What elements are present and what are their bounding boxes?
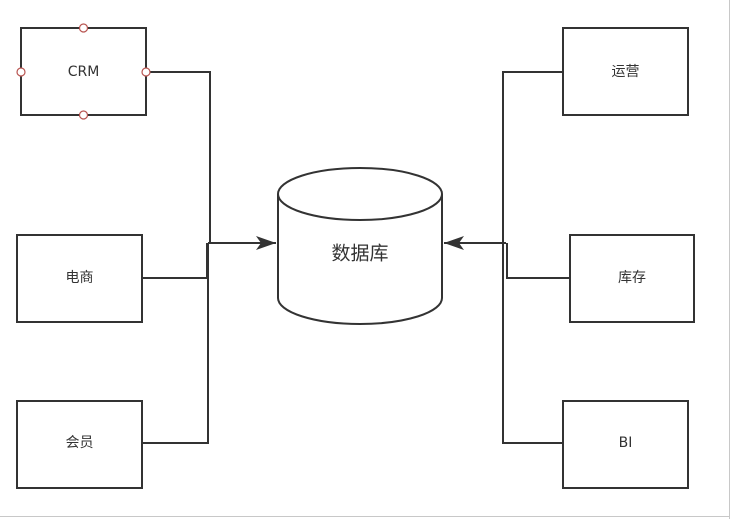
node-operations-label: 运营 [612, 64, 640, 80]
crm-selection-handles [16, 23, 151, 120]
node-member-label: 会员 [66, 435, 94, 451]
connectors [142, 71, 570, 444]
canvas-frame-bottom [0, 516, 730, 517]
database-cylinder-top [277, 167, 443, 221]
edge-operations-to-database[interactable] [502, 71, 563, 243]
node-ecommerce[interactable]: 电商 [16, 234, 143, 323]
node-member[interactable]: 会员 [16, 400, 143, 489]
edge-inventory-to-database[interactable] [506, 243, 570, 279]
edge-bi-to-database[interactable] [502, 243, 563, 444]
canvas-frame-right [729, 0, 730, 519]
node-crm[interactable]: CRM [20, 27, 147, 116]
node-bi[interactable]: BI [562, 400, 689, 489]
node-ecommerce-label: 电商 [66, 270, 94, 286]
resize-handle-bottom[interactable] [78, 110, 89, 120]
database-cylinder-body [277, 194, 443, 325]
node-inventory-label: 库存 [618, 270, 646, 286]
edge-ecommerce-to-database[interactable] [142, 243, 208, 279]
node-database-label: 数据库 [331, 243, 388, 265]
node-operations[interactable]: 运营 [562, 27, 689, 116]
node-bi-label: BI [619, 435, 633, 451]
resize-handle-top[interactable] [78, 23, 89, 33]
resize-handle-right[interactable] [141, 67, 151, 77]
node-database[interactable]: 数据库 [277, 167, 443, 325]
edge-crm-to-database[interactable] [146, 71, 211, 243]
node-inventory[interactable]: 库存 [569, 234, 695, 323]
node-crm-label: CRM [68, 64, 100, 80]
edge-member-to-database[interactable] [142, 243, 209, 444]
resize-handle-left[interactable] [16, 67, 26, 77]
